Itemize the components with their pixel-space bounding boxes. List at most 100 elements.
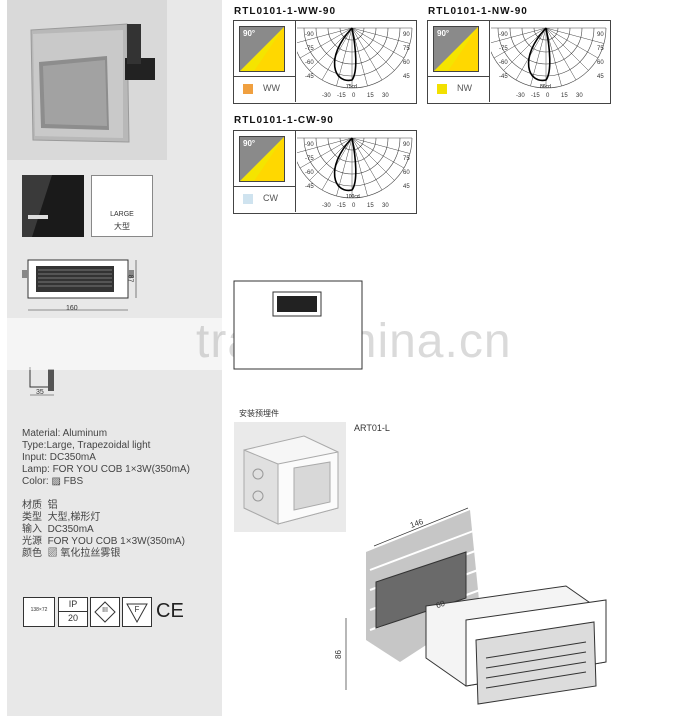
polar-spoke: [351, 27, 405, 59]
polar-tick-bottom: 0: [352, 93, 356, 99]
polar-spoke: [299, 137, 353, 169]
polar-spoke: [545, 27, 605, 44]
polar-tick-bottom: 30: [576, 93, 583, 99]
intensity-curve: [333, 137, 357, 192]
polar-tick-right: 75: [597, 46, 604, 52]
polar-spoke: [493, 27, 547, 59]
cutout-size-icon: 138×72: [23, 597, 55, 627]
dim-depth: 35: [36, 389, 44, 396]
f-mark-icon: F: [122, 597, 152, 627]
polar-spoke: [321, 27, 353, 81]
polar-tick-bottom: 30: [382, 93, 389, 99]
dim-height: 87: [126, 274, 134, 283]
polar-tick-right: 60: [403, 170, 410, 176]
polar-spoke: [297, 137, 353, 153]
side-dimension-drawing: [29, 367, 54, 396]
peak-intensity-label: 86cd: [540, 84, 551, 90]
polar-diagram: 100cd: [297, 137, 413, 200]
mounting-box-title: 安装预埋件: [239, 409, 279, 418]
polar-divider: [233, 76, 295, 77]
class-iii-label: III: [102, 607, 108, 614]
polar-spoke: [351, 137, 411, 154]
polar-tick-left: -75: [499, 46, 508, 52]
polar-spoke: [351, 27, 395, 71]
polar-spoke: [351, 137, 368, 197]
spec-lamp: Lamp: FOR YOU COB 1×3W(350mA): [22, 464, 190, 475]
polar-spoke: [545, 27, 589, 71]
ce-mark-icon: CE: [156, 600, 184, 622]
polar-tick-right: 90: [403, 142, 410, 148]
cutout-size-label: 138×72: [30, 607, 48, 613]
detail-photo-drawing: [22, 175, 84, 237]
polar-tick-left: -60: [305, 170, 314, 176]
product-code-cw: RTL0101-1-CW-90: [234, 115, 334, 126]
polar-tick-right: 45: [597, 74, 604, 80]
beam-angle-drawing: [240, 137, 284, 181]
specs-en: Material: Aluminum Type:Large, Trapezoid…: [22, 428, 222, 488]
polar-tick-bottom: -30: [322, 203, 331, 209]
polar-spoke: [491, 27, 547, 43]
polar-tick-bottom: 15: [561, 93, 568, 99]
size-box: LARGE 大型: [91, 175, 153, 237]
color-swatch: [243, 194, 253, 204]
polar-spoke: [351, 137, 395, 181]
spec-zh-value: FOR YOU COB 1×3W(350mA): [47, 536, 185, 547]
spec-zh-key: 类型: [22, 512, 42, 523]
polar-tick-left: -90: [305, 32, 314, 38]
polar-spoke: [299, 27, 353, 59]
spec-input: Input: DC350mA: [22, 452, 96, 463]
polar-spoke: [351, 27, 368, 87]
polar-tick-bottom: 30: [382, 203, 389, 209]
beam-angle-icon: 90°: [433, 26, 479, 72]
spec-zh-key: 材质: [22, 500, 42, 511]
polar-tick-bottom: -15: [337, 93, 346, 99]
beam-angle-icon: 90°: [239, 26, 285, 72]
polar-divider: [233, 186, 295, 187]
mounting-box-drawing: [243, 435, 339, 525]
polar-tick-left: -60: [499, 60, 508, 66]
spec-zh-key: 光源: [22, 536, 42, 547]
beam-angle-icon: 90°: [239, 136, 285, 182]
polar-spoke: [545, 27, 599, 59]
front-dimension-drawing: [22, 259, 137, 311]
polar-tick-bottom: 15: [367, 93, 374, 99]
polar-spoke: [321, 137, 353, 191]
intensity-curve: [527, 27, 551, 82]
recessed-front-view: [233, 280, 363, 370]
polar-diagram: 86cd: [491, 27, 607, 90]
class-iii-drawing: [94, 601, 116, 623]
polar-spoke: [545, 27, 562, 87]
beam-angle-drawing: [240, 27, 284, 71]
spec-zh-value: ▨ 氧化拉丝雾银: [47, 548, 121, 559]
peak-intensity-label: 100cd: [346, 194, 360, 200]
polar-tick-left: -90: [305, 142, 314, 148]
polar-divider: [295, 130, 296, 212]
polar-tick-left: -75: [305, 46, 314, 52]
polar-tick-left: -45: [499, 74, 508, 80]
beam-angle-label: 90°: [437, 29, 450, 38]
product-photo: [7, 0, 167, 160]
polar-spoke: [503, 27, 547, 71]
polar-tick-left: -45: [305, 74, 314, 80]
polar-tick-left: -90: [499, 32, 508, 38]
mounting-box-part: ART01-L: [354, 423, 390, 433]
polar-tick-bottom: -15: [531, 93, 540, 99]
polar-tick-right: 75: [403, 156, 410, 162]
polar-tick-bottom: -15: [337, 203, 346, 209]
polar-tick-left: -75: [305, 156, 314, 162]
spec-zh-key: 颜色: [22, 548, 42, 559]
peak-intensity-label: 75cd: [346, 84, 357, 90]
ip-rating-icon: IP 20: [58, 597, 88, 627]
beam-angle-drawing: [434, 27, 478, 71]
polar-spoke: [309, 27, 353, 71]
polar-tick-left: -60: [305, 60, 314, 66]
size-label-zh: 大型: [114, 222, 130, 231]
color-temp-label: CW: [263, 193, 278, 203]
ip-value: 20: [59, 611, 87, 625]
polar-spoke: [351, 137, 405, 169]
spec-zh-value: DC350mA: [47, 524, 94, 535]
product-photo-drawing: [7, 0, 167, 160]
polar-tick-right: 45: [403, 74, 410, 80]
